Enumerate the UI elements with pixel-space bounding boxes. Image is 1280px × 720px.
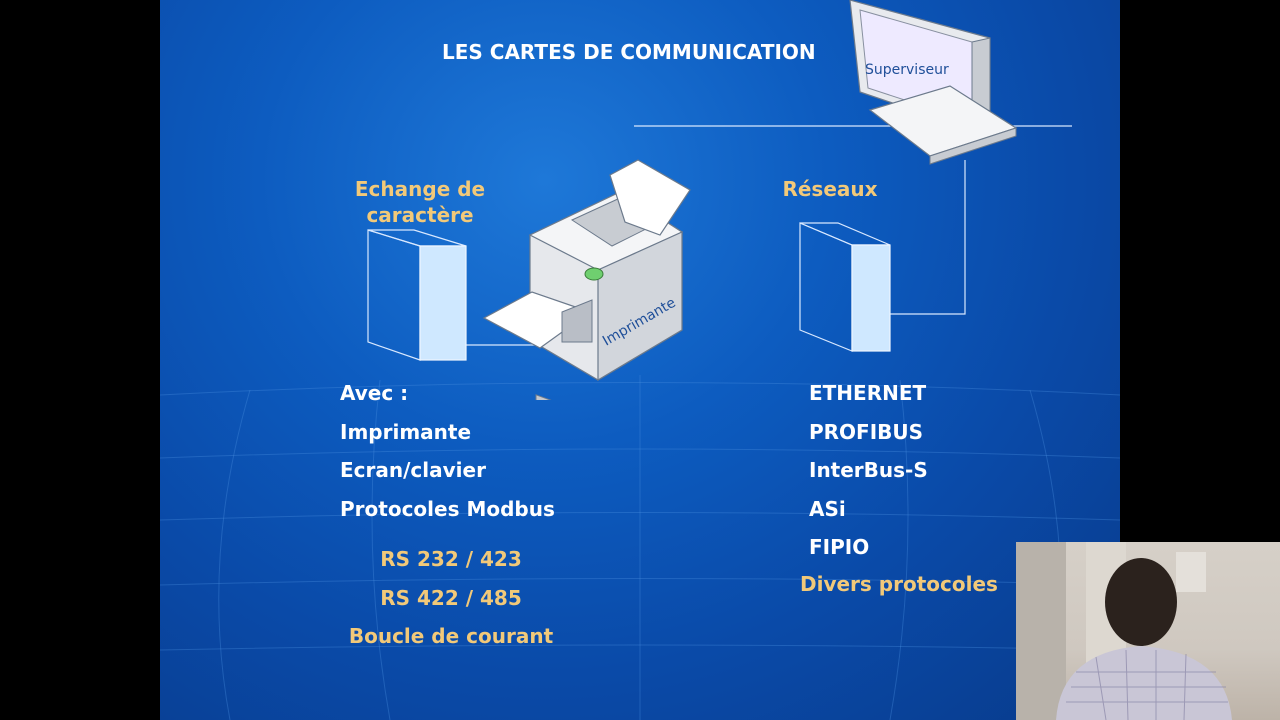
left-list-item: Protocoles Modbus bbox=[340, 490, 555, 529]
monitor-icon: Superviseur bbox=[850, 0, 1016, 164]
protocol-item: RS 232 / 423 bbox=[320, 540, 582, 579]
left-protocol-list: RS 232 / 423 RS 422 / 485 Boucle de cour… bbox=[320, 540, 582, 656]
presentation-slide: LES CARTES DE COMMUNICATION Echange de c… bbox=[160, 0, 1120, 720]
monitor-label: Superviseur bbox=[865, 62, 949, 78]
right-list-item: PROFIBUS bbox=[809, 413, 928, 452]
right-extra: Divers protocoles bbox=[800, 565, 998, 604]
protocol-item: Boucle de courant bbox=[320, 617, 582, 656]
left-list-item: Avec : bbox=[340, 374, 555, 413]
left-list-item: Imprimante bbox=[340, 413, 555, 452]
left-communication-card bbox=[368, 230, 466, 360]
communication-diagram: Imprimante Superviseur bbox=[160, 0, 1120, 400]
right-list-item: InterBus-S bbox=[809, 451, 928, 490]
presenter-video bbox=[1016, 542, 1280, 720]
right-list: ETHERNET PROFIBUS InterBus-S ASi FIPIO bbox=[809, 374, 928, 567]
left-list: Avec : Imprimante Ecran/clavier Protocol… bbox=[340, 374, 555, 528]
right-list-item: FIPIO bbox=[809, 528, 928, 567]
right-list-item: ASi bbox=[809, 490, 928, 529]
protocol-item: RS 422 / 485 bbox=[320, 579, 582, 618]
right-list-item: ETHERNET bbox=[809, 374, 928, 413]
right-communication-card bbox=[800, 223, 890, 351]
left-list-item: Ecran/clavier bbox=[340, 451, 555, 490]
printer-icon: Imprimante bbox=[484, 160, 690, 400]
webcam-overlay bbox=[1016, 542, 1280, 720]
